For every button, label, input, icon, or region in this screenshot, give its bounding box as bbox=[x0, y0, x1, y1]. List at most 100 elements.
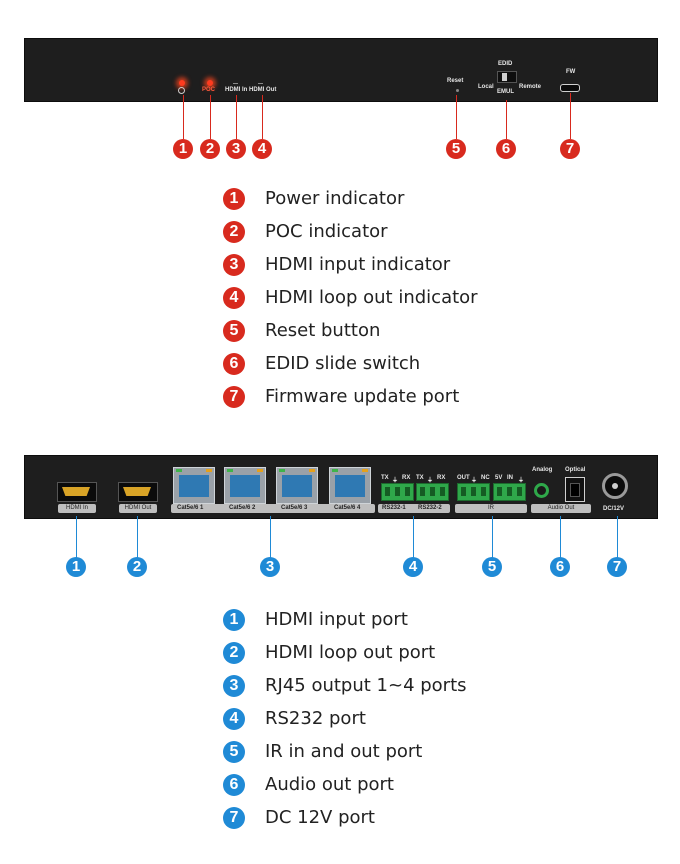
power-led bbox=[179, 80, 185, 86]
edid-emul-label: EMUL bbox=[497, 89, 514, 95]
poc-label: POC bbox=[202, 87, 216, 93]
hdmi-in-port[interactable] bbox=[57, 482, 97, 502]
legend-text: POC indicator bbox=[265, 221, 388, 242]
reset-label: Reset bbox=[447, 78, 464, 84]
legend-text: HDMI loop out port bbox=[265, 642, 436, 663]
front-callout-4: 4 bbox=[252, 139, 272, 159]
legend-number: 1 bbox=[223, 609, 245, 631]
edid-remote-label: Remote bbox=[519, 84, 542, 90]
legend-text: EDID slide switch bbox=[265, 353, 421, 374]
front-callout-5: 5 bbox=[446, 139, 466, 159]
hdmi-in-indicator bbox=[233, 83, 238, 84]
rj45-port-2[interactable] bbox=[224, 467, 266, 504]
edid-label: EDID bbox=[498, 61, 513, 67]
analog-label: Analog bbox=[532, 467, 553, 473]
rs232-pin-tx2: TX bbox=[416, 475, 424, 481]
hdmi-out-port[interactable] bbox=[118, 482, 158, 502]
legend-text: Reset button bbox=[265, 320, 381, 341]
rs232-terminal-2[interactable] bbox=[416, 483, 449, 501]
legend-number: 3 bbox=[223, 675, 245, 697]
rear-leader-2 bbox=[137, 516, 138, 559]
legend-number: 2 bbox=[223, 642, 245, 664]
hdmi-out-tab: HDMI Out bbox=[119, 504, 157, 513]
rear-callout-3: 3 bbox=[260, 557, 280, 577]
rear-leader-5 bbox=[492, 516, 493, 559]
rear-callout-2: 2 bbox=[127, 557, 147, 577]
front-leader-2 bbox=[210, 95, 211, 139]
legend-text: Audio out port bbox=[265, 774, 394, 795]
cat-label-2: Cat5e/6 2 bbox=[229, 505, 256, 511]
optical-audio-port[interactable] bbox=[565, 477, 585, 502]
reset-button[interactable] bbox=[456, 89, 459, 92]
rs232-pin-tx1: TX bbox=[381, 475, 389, 481]
legend-number: 4 bbox=[223, 708, 245, 730]
ir-pin-nc: NC bbox=[481, 475, 490, 481]
ir-in-terminal[interactable] bbox=[493, 483, 526, 501]
legend-number: 4 bbox=[223, 287, 245, 309]
fw-label: FW bbox=[566, 69, 576, 75]
ir-pin-in: IN bbox=[507, 475, 513, 481]
legend-number: 1 bbox=[223, 188, 245, 210]
audio-out-tab: Audio Out bbox=[531, 504, 591, 513]
legend-number: 5 bbox=[223, 320, 245, 342]
ir-pin-5v: 5V bbox=[495, 475, 503, 481]
ir-out-terminal[interactable] bbox=[457, 483, 490, 501]
rear-leader-7 bbox=[617, 516, 618, 559]
optical-label: Optical bbox=[565, 467, 586, 473]
cat-label-3: Cat5e/6 3 bbox=[281, 505, 308, 511]
hdmi-in-label: HDMI In bbox=[225, 87, 248, 93]
poc-led bbox=[207, 80, 213, 86]
rear-callout-4: 4 bbox=[403, 557, 423, 577]
dc-label: DC/12V bbox=[603, 506, 625, 512]
legend-text: HDMI loop out indicator bbox=[265, 287, 478, 308]
rs232-terminal-1[interactable] bbox=[381, 483, 414, 501]
legend-number: 5 bbox=[223, 741, 245, 763]
cat-label-4: Cat5e/6 4 bbox=[334, 505, 361, 511]
rj45-port-3[interactable] bbox=[276, 467, 318, 504]
rs232-pin-rx2: RX bbox=[437, 475, 446, 481]
rj45-tab-bar bbox=[171, 504, 375, 513]
legend-text: DC 12V port bbox=[265, 807, 375, 828]
rear-leader-4 bbox=[413, 516, 414, 559]
hdmi-out-label: HDMI Out bbox=[249, 87, 277, 93]
rs232-2-label: RS232-2 bbox=[418, 505, 442, 511]
front-callout-7: 7 bbox=[560, 139, 580, 159]
edid-slide-switch[interactable] bbox=[497, 71, 517, 83]
legend-number: 6 bbox=[223, 353, 245, 375]
rs232-1-label: RS232-1 bbox=[382, 505, 406, 511]
front-callout-1: 1 bbox=[173, 139, 193, 159]
ir-pin-out: OUT bbox=[457, 475, 470, 481]
rear-leader-3 bbox=[270, 516, 271, 559]
rear-callout-6: 6 bbox=[550, 557, 570, 577]
legend-text: RJ45 output 1~4 ports bbox=[265, 675, 467, 696]
front-leader-6 bbox=[506, 100, 507, 139]
legend-text: Firmware update port bbox=[265, 386, 460, 407]
rear-leader-1 bbox=[76, 516, 77, 559]
rj45-port-1[interactable] bbox=[173, 467, 215, 504]
analog-audio-jack[interactable] bbox=[534, 483, 549, 498]
dc-power-jack[interactable] bbox=[602, 473, 628, 499]
front-leader-7 bbox=[570, 93, 571, 139]
rs232-pin-gnd2: ⏚ bbox=[427, 478, 434, 484]
front-leader-5 bbox=[456, 95, 457, 139]
legend-number: 7 bbox=[223, 807, 245, 829]
rear-callout-1: 1 bbox=[66, 557, 86, 577]
power-icon bbox=[178, 87, 185, 94]
edid-local-label: Local bbox=[478, 84, 494, 90]
legend-text: HDMI input port bbox=[265, 609, 408, 630]
rs232-tab-bar bbox=[378, 504, 450, 513]
rear-callout-7: 7 bbox=[607, 557, 627, 577]
front-leader-1 bbox=[183, 95, 184, 139]
fw-usb-port[interactable] bbox=[560, 84, 580, 92]
rear-leader-6 bbox=[560, 516, 561, 559]
hdmi-in-tab: HDMI In bbox=[58, 504, 96, 513]
legend-text: IR in and out port bbox=[265, 741, 423, 762]
ir-pin-gnd1: ⏚ bbox=[471, 478, 478, 484]
rj45-port-4[interactable] bbox=[329, 467, 371, 504]
hdmi-out-indicator bbox=[258, 83, 263, 84]
rear-callout-5: 5 bbox=[482, 557, 502, 577]
legend-number: 2 bbox=[223, 221, 245, 243]
legend-number: 3 bbox=[223, 254, 245, 276]
cat-label-1: Cat5e/6 1 bbox=[177, 505, 204, 511]
front-panel: POC HDMI In HDMI Out Reset EDID Local EM… bbox=[24, 38, 658, 102]
